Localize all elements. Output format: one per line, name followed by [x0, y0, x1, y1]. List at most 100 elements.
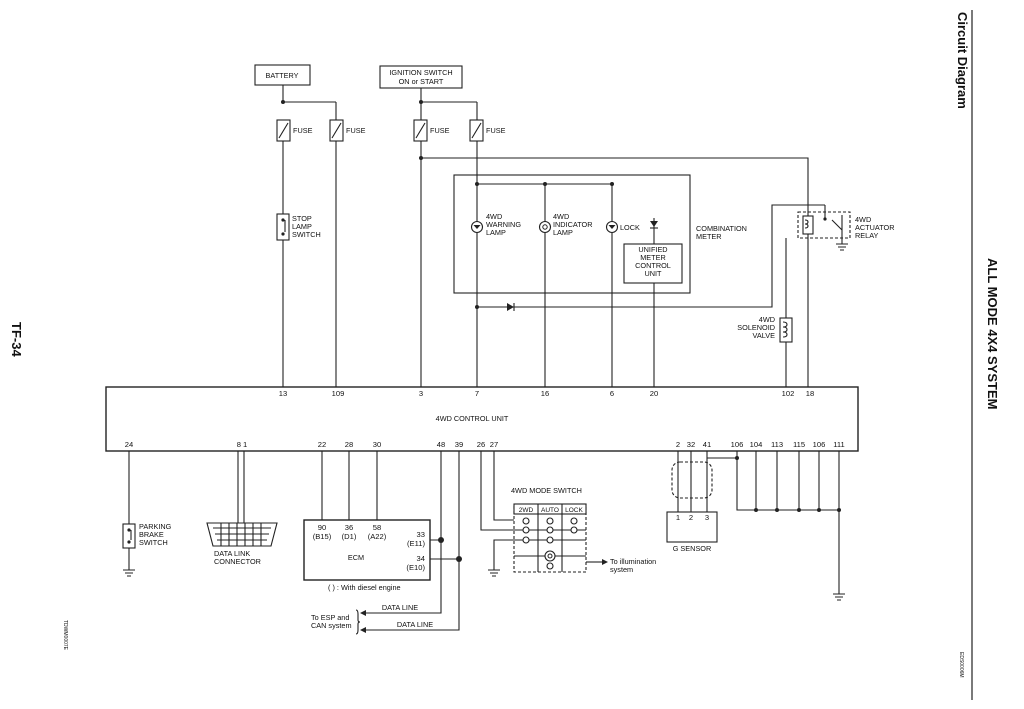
data-line-arrow-2 [360, 627, 366, 633]
illum-lamp-icon [544, 550, 556, 562]
page-header: Circuit Diagram [955, 12, 970, 109]
lock-lamp-label: LOCK [620, 223, 640, 232]
stop-lamp-1: STOP [292, 214, 312, 223]
battery-wire [282, 85, 337, 120]
control-unit-box [105, 386, 859, 452]
pin-2: 2 [676, 440, 680, 449]
warning-lamp-3: LAMP [486, 228, 506, 237]
data-line-label-2: DATA LINE [397, 620, 433, 629]
parking-1: PARKING [139, 522, 172, 531]
pin-26: 26 [477, 440, 485, 449]
ignition-label-2: ON or START [399, 77, 444, 86]
g-sensor-shield [671, 461, 713, 499]
illumination-1: To illumination [610, 557, 656, 566]
stop-lamp-3: SWITCH [292, 230, 321, 239]
g-sensor-label: G SENSOR [673, 544, 712, 553]
dlc-2: CONNECTOR [214, 557, 261, 566]
pin-115: 115 [793, 440, 805, 449]
pin-16: 16 [541, 389, 549, 398]
wire-ecm-pins [321, 451, 378, 520]
section-title: ALL MODE 4X4 SYSTEM [985, 258, 1000, 409]
data-link-connector: DATA LINK CONNECTOR [206, 522, 278, 566]
pin-39: 39 [455, 440, 463, 449]
pin-24: 24 [125, 440, 133, 449]
page-header-group: Circuit Diagram [955, 12, 970, 109]
ecm-note: ( ) : With diesel engine [328, 583, 401, 592]
pin-106a: 106 [731, 440, 744, 449]
ecm-pin-34: 34 [417, 554, 425, 563]
pin-22: 22 [318, 440, 326, 449]
illumination-2: system [610, 565, 633, 574]
data-line-arrow-1 [360, 610, 366, 616]
g-pin-3: 3 [705, 513, 709, 522]
pin-8-1: 8 1 [237, 440, 248, 449]
esp-label-2: CAN system [311, 621, 352, 630]
pin-30: 30 [373, 440, 381, 449]
mode-col-lock: LOCK [565, 507, 583, 514]
unified-4: UNIT [644, 269, 662, 278]
relay-3: RELAY [855, 231, 879, 240]
ecm-pin-b15: (B15) [313, 532, 332, 541]
fuse-4-label: FUSE [486, 126, 506, 135]
page-number-group: TF-34 [9, 322, 24, 357]
pin-3: 3 [419, 389, 423, 398]
pin-32: 32 [687, 440, 695, 449]
pin-111: 111 [833, 440, 845, 449]
junction-ign [419, 156, 423, 160]
ecm-pin-58: 58 [373, 523, 381, 532]
relay-box [797, 211, 851, 239]
warning-lamp-2: WARNING [486, 220, 521, 229]
ecm-pin-d1: (D1) [342, 532, 357, 541]
wire-mode-switch [480, 451, 514, 531]
warning-lamp: 4WD WARNING LAMP [470, 212, 521, 237]
relay-2: ACTUATOR [855, 223, 894, 232]
unified-2: METER [640, 253, 666, 262]
pin-20: 20 [650, 389, 658, 398]
ground-bus [736, 451, 845, 601]
esp-brace [355, 609, 361, 635]
g-pin-1: 1 [676, 513, 680, 522]
ecm-pin-90: 90 [318, 523, 326, 532]
stop-lamp-2: LAMP [292, 222, 312, 231]
stop-lamp-switch: STOP LAMP SWITCH [276, 213, 321, 241]
wire-pin24 [123, 451, 135, 577]
lock-lamp: LOCK [605, 220, 640, 234]
relay-1: 4WD [855, 215, 871, 224]
solenoid-1: 4WD [759, 315, 775, 324]
pin-27: 27 [490, 440, 498, 449]
mode-switch: 2WD AUTO LOCK [513, 503, 587, 573]
mode-switch-ground [488, 539, 514, 577]
ecm-pin-e10: (E10) [406, 563, 425, 572]
dlc-1: DATA LINK [214, 549, 250, 558]
relay-coil-icon [802, 215, 814, 235]
page-number: TF-34 [9, 322, 24, 357]
solenoid-valve: 4WD SOLENOID VALVE [737, 315, 793, 343]
wire-dlc [237, 451, 245, 523]
fuse-1: FUSE [276, 119, 313, 142]
parking-3: SWITCH [139, 538, 168, 547]
unified-1: UNIFIED [638, 245, 667, 254]
fuse-2-label: FUSE [346, 126, 366, 135]
ecm-pin-36: 36 [345, 523, 353, 532]
wire-data-line-2 [366, 451, 460, 631]
indicator-lamp-1: 4WD [553, 212, 569, 221]
esp-label-1: To ESP and [311, 613, 349, 622]
pin-113: 113 [771, 440, 783, 449]
indicator-lamp-3: LAMP [553, 228, 573, 237]
mode-col-auto: AUTO [541, 507, 559, 514]
pin-106b: 106 [813, 440, 826, 449]
g-sensor-box [666, 511, 718, 543]
mode-switch-label: 4WD MODE SWITCH [511, 486, 582, 495]
pin-6: 6 [610, 389, 614, 398]
left-code-group: TDWM0007E [62, 620, 68, 651]
fuse-3-label: FUSE [430, 126, 450, 135]
ignition-wire [420, 88, 478, 120]
warning-lamp-1: 4WD [486, 212, 502, 221]
ignition-label-1: IGNITION SWITCH [389, 68, 452, 77]
right-code-group: EDS0006M [958, 652, 964, 678]
fuse-1-label: FUSE [293, 126, 313, 135]
pin-104: 104 [750, 440, 763, 449]
left-code: TDWM0007E [62, 620, 68, 651]
ecm-pin-a22: (A22) [368, 532, 387, 541]
